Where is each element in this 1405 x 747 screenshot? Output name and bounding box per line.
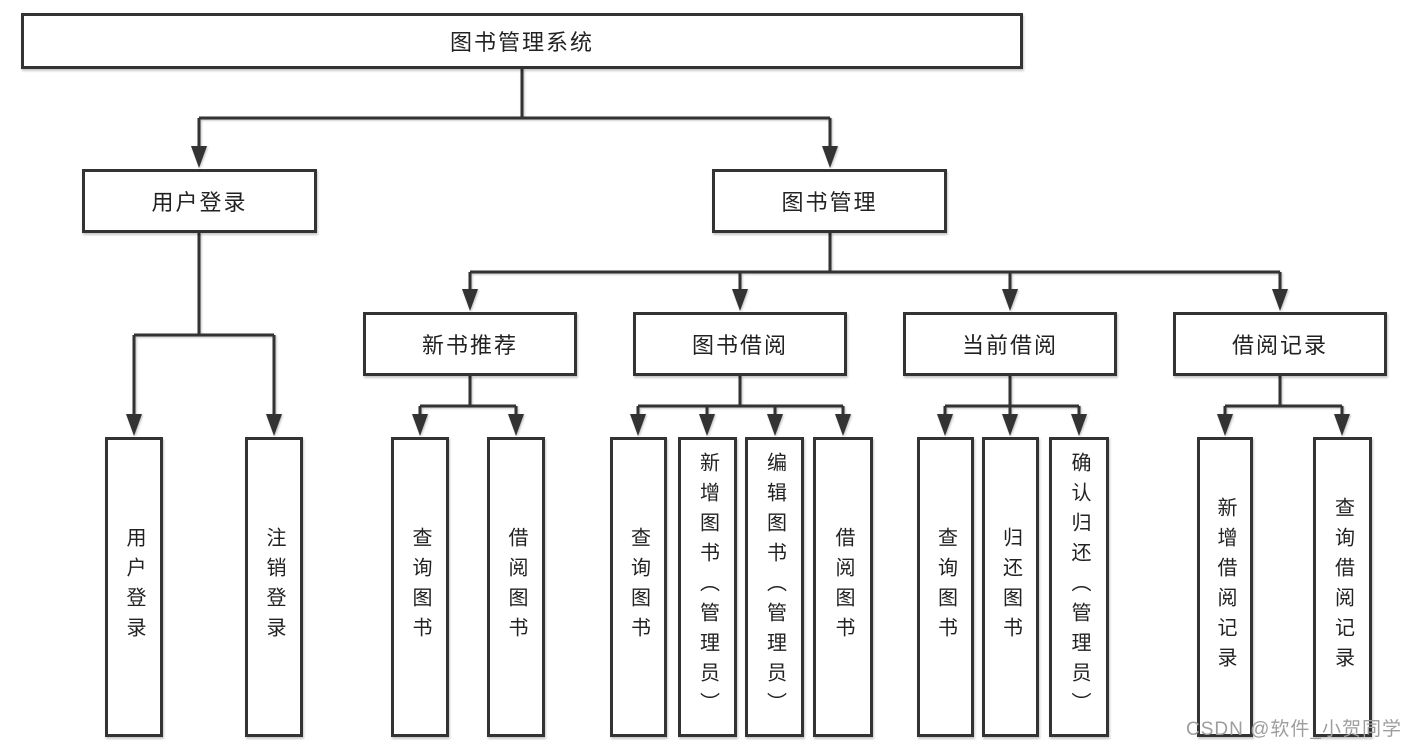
leaf-recommend-query-book-label: 查询图书	[409, 527, 431, 647]
node-current-borrow: 当前借阅	[903, 312, 1117, 376]
leaf-current-confirm-return-admin-label: 确认归还（管理员）	[1068, 452, 1090, 722]
leaf-borrow-borrow-book: 借阅图书	[813, 437, 873, 737]
leaf-borrow-edit-book-admin-label: 编辑图书（管理员）	[763, 452, 786, 722]
node-new-book-recommend-label: 新书推荐	[421, 333, 518, 358]
leaf-current-return-book: 归还图书	[982, 437, 1039, 737]
node-book-borrow-label: 图书借阅	[691, 333, 788, 358]
leaf-current-query-book: 查询图书	[917, 437, 974, 737]
leaf-borrow-query-book-label: 查询图书	[627, 527, 650, 647]
leaf-current-return-book-label: 归还图书	[999, 527, 1022, 647]
node-current-borrow-label: 当前借阅	[961, 333, 1058, 358]
node-borrow-record: 借阅记录	[1173, 312, 1387, 376]
node-borrow-record-label: 借阅记录	[1231, 333, 1328, 358]
leaf-borrow-add-book-admin: 新增图书（管理员）	[678, 437, 737, 737]
node-root: 图书管理系统	[21, 13, 1023, 69]
leaf-logout: 注销登录	[245, 437, 303, 737]
node-book-management-label: 图书管理	[781, 190, 878, 215]
leaf-recommend-borrow-book: 借阅图书	[487, 437, 545, 737]
leaf-user-login-label: 用户登录	[123, 527, 145, 647]
leaf-current-query-book-label: 查询图书	[934, 527, 957, 647]
leaf-logout-label: 注销登录	[263, 527, 285, 647]
leaf-borrow-query-book: 查询图书	[610, 437, 667, 737]
node-book-management: 图书管理	[712, 169, 947, 233]
node-book-borrow: 图书借阅	[633, 312, 847, 376]
leaf-borrow-add-book-admin-label: 新增图书（管理员）	[696, 452, 719, 722]
leaf-recommend-borrow-book-label: 借阅图书	[505, 527, 527, 647]
csdn-watermark: CSDN @软件_小贺同学	[1186, 719, 1402, 740]
leaf-borrow-edit-book-admin: 编辑图书（管理员）	[745, 437, 804, 737]
node-user-login: 用户登录	[82, 169, 317, 233]
node-new-book-recommend: 新书推荐	[363, 312, 577, 376]
leaf-user-login: 用户登录	[105, 437, 163, 737]
leaf-borrow-borrow-book-label: 借阅图书	[832, 527, 854, 647]
leaf-record-add-borrow-record-label: 新增借阅记录	[1214, 497, 1236, 677]
leaf-record-query-borrow-record: 查询借阅记录	[1313, 437, 1372, 737]
node-root-label: 图书管理系统	[449, 30, 594, 55]
leaf-recommend-query-book: 查询图书	[391, 437, 449, 737]
leaf-record-add-borrow-record: 新增借阅记录	[1197, 437, 1253, 737]
node-user-login-label: 用户登录	[151, 190, 248, 215]
leaf-record-query-borrow-record-label: 查询借阅记录	[1331, 497, 1354, 677]
leaf-current-confirm-return-admin: 确认归还（管理员）	[1049, 437, 1109, 737]
